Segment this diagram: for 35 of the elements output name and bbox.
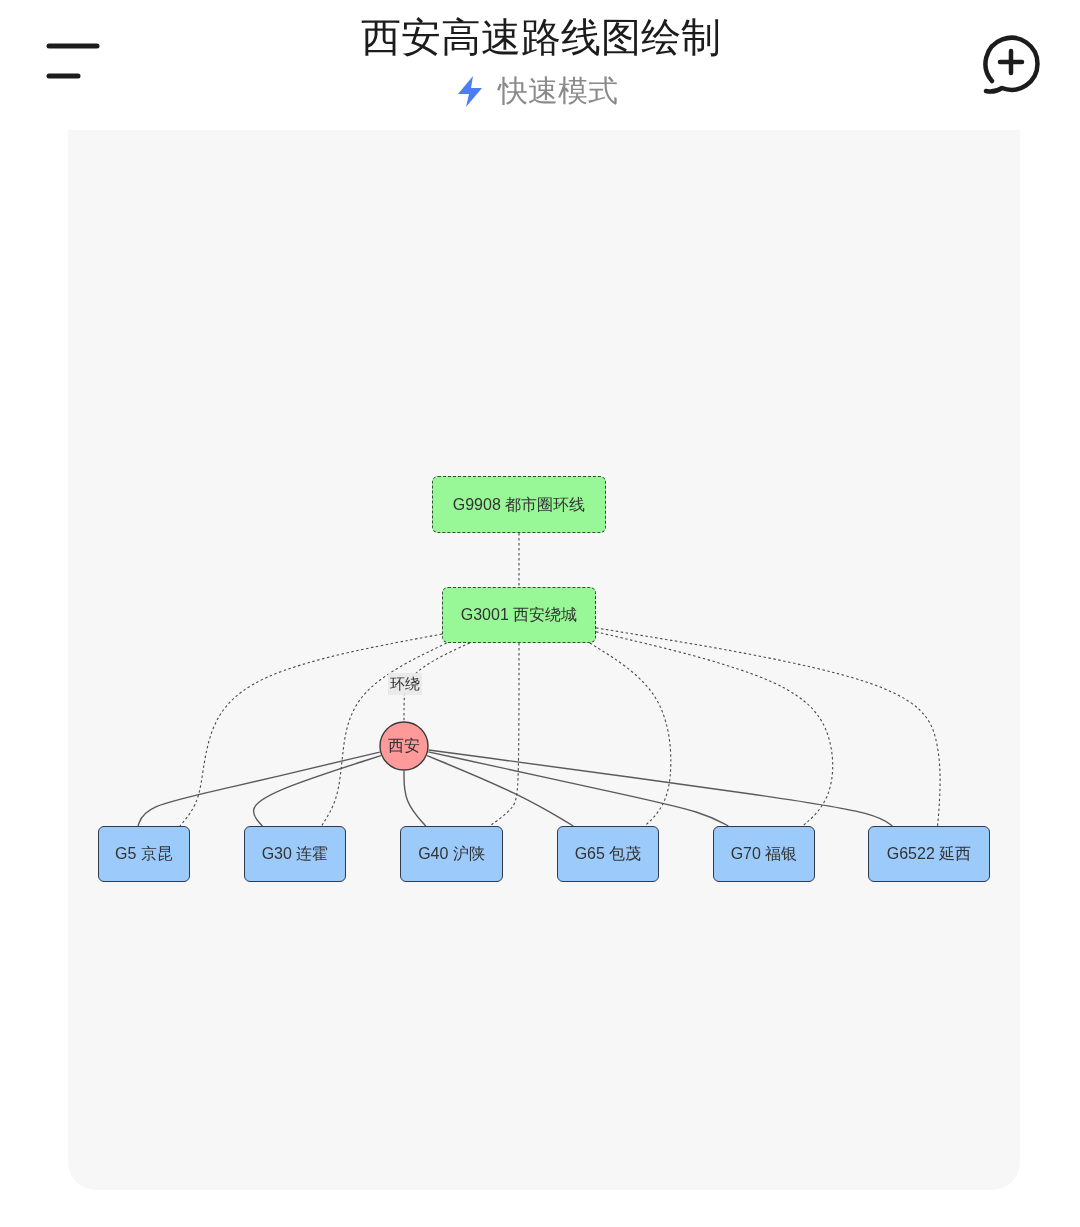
highway-box bbox=[98, 826, 190, 882]
highway-box bbox=[244, 826, 346, 882]
dotted-connector bbox=[518, 532, 520, 588]
node-label: G70 福银 bbox=[730, 844, 798, 864]
connector-line bbox=[427, 751, 729, 827]
edge-label: 环绕 bbox=[388, 673, 422, 695]
dotted-connector bbox=[595, 631, 834, 827]
node-label: G30 连霍 bbox=[261, 844, 329, 864]
dotted-connector bbox=[320, 642, 448, 827]
highway-box bbox=[713, 826, 815, 882]
ring-road-box bbox=[432, 476, 606, 533]
dotted-connector bbox=[179, 633, 443, 827]
mode-label: 快速模式 bbox=[498, 73, 618, 109]
highway-box bbox=[400, 826, 503, 882]
node-label: G40 沪陕 bbox=[418, 844, 485, 864]
dotted-connector bbox=[589, 642, 672, 827]
dotted-connector bbox=[403, 642, 471, 722]
node-label: G9908 都市圈环线 bbox=[452, 494, 586, 515]
node-label: G5 京昆 bbox=[115, 844, 173, 864]
city-circle bbox=[379, 721, 429, 771]
highway-box bbox=[868, 826, 990, 882]
dotted-connector bbox=[489, 642, 520, 827]
ring-road-box bbox=[442, 587, 596, 643]
node-label: G65 包茂 bbox=[574, 844, 642, 864]
connector-line bbox=[403, 770, 427, 827]
connector-line bbox=[426, 754, 575, 827]
dotted-connector bbox=[595, 627, 941, 827]
connector-line bbox=[252, 754, 382, 827]
highway-box bbox=[557, 826, 659, 882]
node-label: G3001 西安绕城 bbox=[460, 605, 578, 625]
node-label: 西安 bbox=[388, 736, 420, 756]
connector-line bbox=[137, 751, 381, 827]
page-title: 西安高速路线图绘制 bbox=[361, 14, 721, 61]
node-label: G6522 延西 bbox=[886, 844, 972, 864]
connector-line bbox=[428, 749, 894, 827]
